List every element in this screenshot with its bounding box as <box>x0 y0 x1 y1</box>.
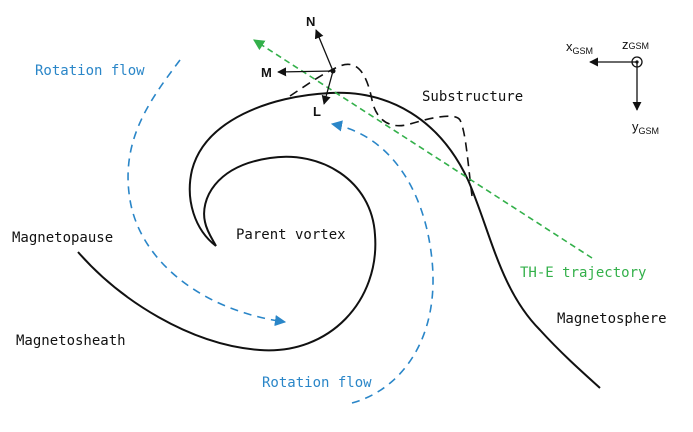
lmn-l-label: L <box>313 104 321 119</box>
rotation-flow-bottom-label: Rotation flow <box>262 375 372 391</box>
th-e-trajectory-line <box>253 39 593 259</box>
parent-vortex-label: Parent vortex <box>236 227 346 243</box>
gsm-x-label: xGSM <box>566 39 593 56</box>
gsm-axes <box>589 56 643 111</box>
substructure-label: Substructure <box>422 89 523 105</box>
magnetopause-inner-arm <box>188 91 601 389</box>
magnetopause-boundary <box>77 155 377 352</box>
lmn-n-label: N <box>306 14 315 29</box>
rotation-flow-top-label: Rotation flow <box>35 63 145 79</box>
gsm-z-label: zGSM <box>622 37 649 52</box>
magnetosphere-label: Magnetosphere <box>557 311 667 327</box>
th-e-trajectory-label: TH-E trajectory <box>520 265 646 281</box>
magnetosheath-label: Magnetosheath <box>16 333 126 349</box>
rotation-flow-outer-arrow <box>127 59 287 327</box>
lmn-triad <box>277 29 336 105</box>
lmn-m-label: M <box>261 65 272 80</box>
magnetopause-label: Magnetopause <box>12 230 113 246</box>
substructure-outline <box>289 63 473 197</box>
gsm-y-label: yGSM <box>632 119 659 136</box>
rotation-flow-inner-arrow <box>330 120 434 404</box>
